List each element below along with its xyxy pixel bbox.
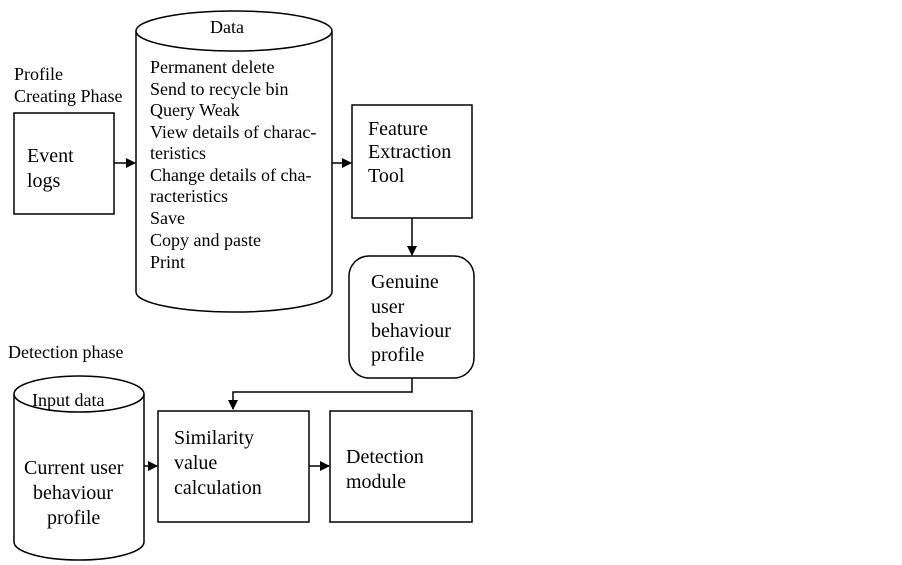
- data-item: Query Weak: [150, 100, 240, 120]
- similarity-line1: Similarity: [174, 427, 254, 449]
- data-item: View details of charac-: [150, 122, 316, 142]
- genuine-profile-node: Genuine user behaviour profile: [348, 255, 475, 379]
- detection-module-node: Detection module: [329, 410, 473, 523]
- genuine-line2: user: [371, 296, 405, 318]
- feature-extraction-node: Feature Extraction Tool: [351, 104, 473, 219]
- data-item: racteristics: [150, 186, 228, 206]
- data-item: Save: [150, 208, 185, 228]
- feature-line1: Feature: [368, 118, 428, 140]
- data-item: Copy and paste: [150, 230, 261, 250]
- input-data-title: Input data: [32, 390, 104, 410]
- input-data-line2: behaviour: [33, 482, 113, 504]
- genuine-line4: profile: [371, 344, 424, 366]
- feature-line3: Tool: [368, 165, 405, 187]
- input-data-cylinder: Input data Current user behaviour profil…: [13, 375, 145, 561]
- data-item: Permanent delete: [150, 57, 274, 77]
- detection-line2: module: [346, 471, 406, 493]
- profile-phase-label-line1: Profile: [14, 64, 63, 84]
- profile-phase-label-line2: Creating Phase: [14, 86, 122, 106]
- data-item: Send to recycle bin: [150, 79, 288, 99]
- event-logs-line1: Event: [27, 145, 74, 167]
- feature-line2: Extraction: [368, 141, 451, 163]
- detection-line1: Detection: [346, 446, 424, 468]
- detection-phase-label: Detection phase: [8, 342, 123, 362]
- genuine-line3: behaviour: [371, 320, 451, 342]
- data-item: teristics: [150, 143, 206, 163]
- similarity-line2: value: [174, 452, 217, 474]
- data-store-title: Data: [210, 17, 244, 37]
- genuine-line1: Genuine: [371, 271, 439, 293]
- similarity-node: Similarity value calculation: [157, 410, 310, 523]
- event-logs-node: Event logs: [13, 112, 115, 215]
- data-item: Print: [150, 252, 185, 272]
- data-store-cylinder: Data Permanent delete Send to recycle bi…: [135, 10, 333, 313]
- event-logs-line2: logs: [27, 170, 61, 192]
- input-data-line3: profile: [47, 507, 100, 529]
- similarity-line3: calculation: [174, 477, 262, 499]
- data-item: Change details of cha-: [150, 165, 311, 185]
- arrow-genuine-to-similarity: [228, 378, 413, 410]
- input-data-line1: Current user: [24, 457, 124, 479]
